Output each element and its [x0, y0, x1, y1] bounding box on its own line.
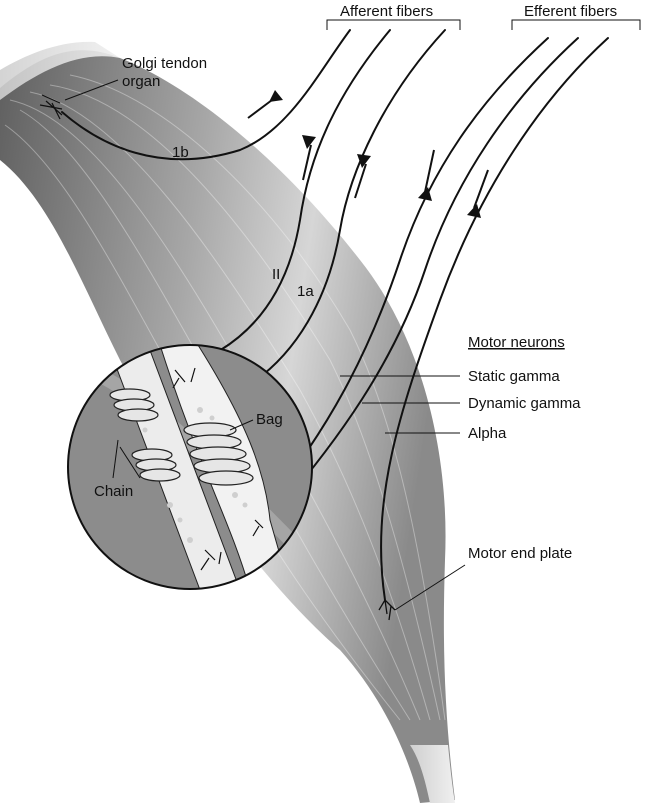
label-motor-end-plate: Motor end plate — [468, 545, 572, 562]
arrow-alpha — [467, 204, 481, 218]
chain-coils — [109, 388, 181, 482]
label-golgi-line2: organ — [122, 73, 160, 90]
label-motor-neurons: Motor neurons — [468, 334, 565, 351]
label-1a: 1a — [297, 283, 314, 300]
label-afferent: Afferent fibers — [340, 3, 433, 20]
arrow-static — [418, 187, 432, 201]
fiber-II — [174, 29, 391, 371]
label-efferent: Efferent fibers — [524, 3, 617, 20]
fiber-1a — [231, 29, 446, 396]
fiber-alpha — [380, 37, 609, 601]
fiber-static-gamma — [254, 37, 549, 521]
label-dynamic-gamma: Dynamic gamma — [468, 395, 581, 412]
fiber-1b — [61, 29, 351, 161]
label-chain: Chain — [94, 483, 133, 500]
label-alpha: Alpha — [468, 425, 507, 442]
label-II: II — [272, 266, 280, 283]
efferent-fibers — [254, 37, 609, 601]
fiber-dynamic-gamma — [264, 37, 579, 526]
direction-arrows — [247, 90, 489, 218]
arrow-II — [302, 135, 316, 149]
bag-coils — [183, 422, 254, 486]
label-golgi-line1: Golgi tendon — [122, 55, 207, 72]
afferent-fibers — [61, 29, 446, 396]
golgi-tendon-organ — [39, 94, 63, 120]
motor-end-plate — [378, 599, 396, 621]
label-static-gamma: Static gamma — [468, 368, 560, 385]
label-bag: Bag — [256, 411, 283, 428]
arrow-1a — [357, 154, 371, 168]
arrow-1b — [269, 90, 283, 102]
leader-lines — [64, 19, 641, 611]
label-1b: 1b — [172, 144, 189, 161]
text-labels: Afferent fibers Efferent fibers Golgi te… — [94, 3, 617, 562]
